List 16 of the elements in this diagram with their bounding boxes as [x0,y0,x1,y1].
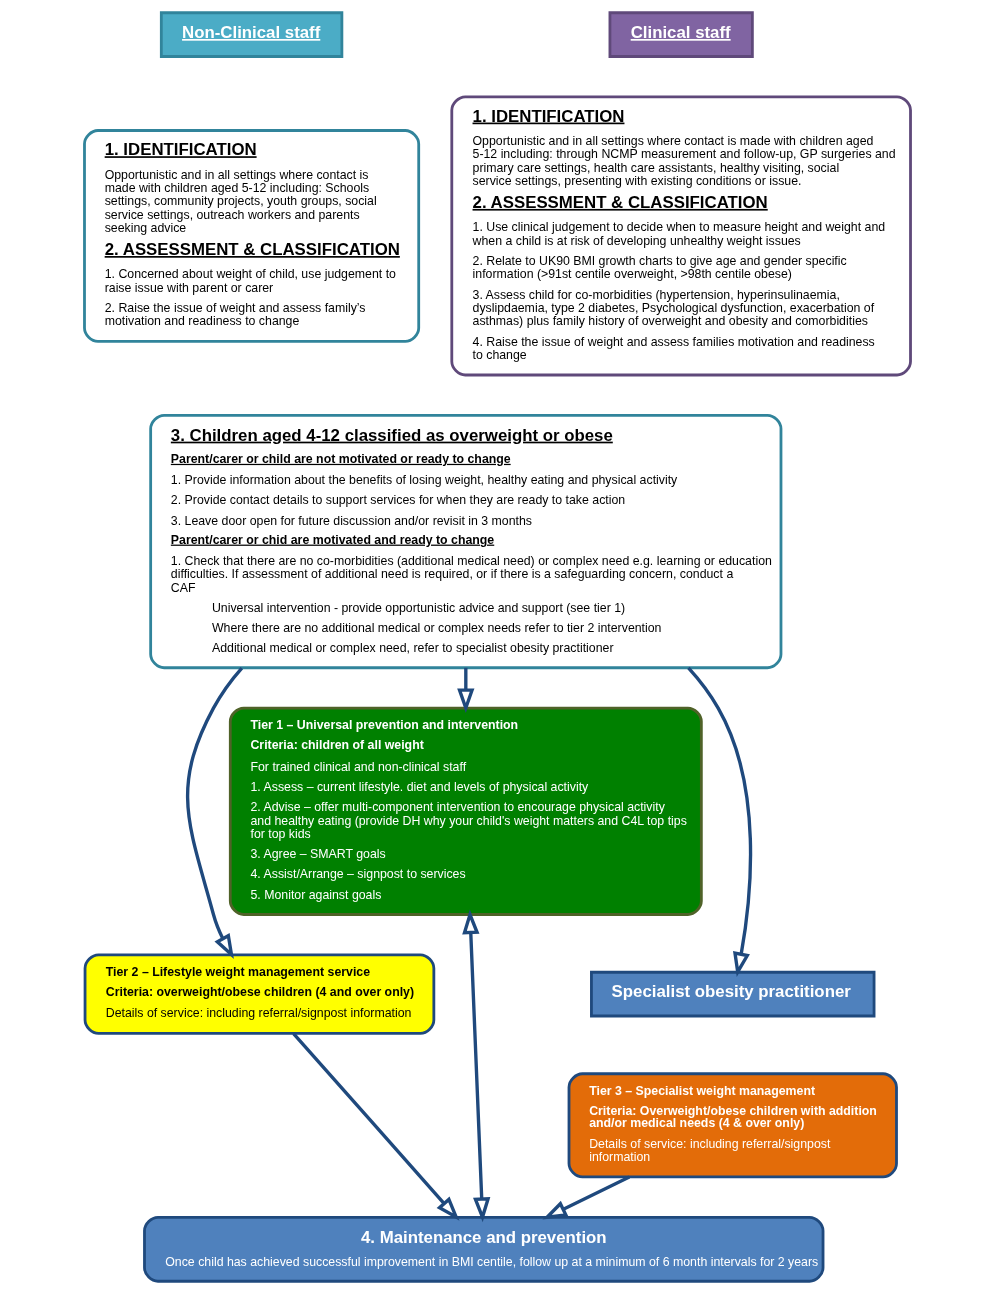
node-box: Tier 3 – Specialist weight management Criteria: Overweight/obese children with addition and/or medical needs (4 & over only) Details of service: including referral/signpost information [567,1072,898,1179]
arrow [542,1175,631,1220]
node-box: Tier 2 – Lifestyle weight management service Criteria: overweight/obese children (4 and over only) Details of service: including referral/signpost information [83,953,436,1035]
arrow [457,667,475,714]
arrow [462,909,491,1223]
node-box: 3. Children aged 4-12 classified as overweight or obese Parent/carer or child are not motivated or ready to change 1. Provide information about the benefits of losing weight, healthy eating and physical activity 2. Provide contact details to support services for when they are ready to take action 3. Leave door open for future discussion and/or revisit in 3 months Parent/carer or chid are motivated and ready to change 1. Check that there are no co-morbidities (additional medical need) or complex need e.g. learning or education difficulties. If assessment of additional need is required, or if there is a safeguarding concern, conduct a CAF Universal intervention - provide opportunistic advice and support (see tier 1) Where there are no additional medical or complex needs refer to tier 2 intervention Additional medical or complex need, refer to specialist obesity practitioner [149,414,783,670]
node-box: Specialist obesity practitioner [590,970,876,1018]
node-box: Non-Clinical staff [159,11,344,58]
node-box: Tier 1 – Universal prevention and intervention Criteria: children of all weight For trained clinical and non-clinical staff 1. Assess – current lifestyle. diet and levels of physical activity 2. Advise – offer multi-component intervention to encourage physical activity and healthy eating (provide DH why your child's weight matters and C4L top tips for top kids 3. Agree – SMART goals 4. Assist/Arrange – signpost to services 5. Monitor against goals [228,706,703,916]
node-box: 1. IDENTIFICATION Opportunistic and in all settings where contact is made with children aged 5-12 including: Schools settings, community projects, youth groups, social service settings, outreach workers and parents seeking advice 2. ASSESSMENT & CLASSIFICATION 1. Concerned about weight of child, use judgement to raise issue with parent or carer 2. Raise the issue of weight and assess family’s motivation and readiness to change [83,129,421,343]
node-box: 1. IDENTIFICATION Opportunistic and in all settings where contact is made with children aged 5-12 including: through NCMP measurement and follow-up, GP surgeries and primary care settings, health care assistants, healthy visiting, social service settings, presenting with existing conditions or issue. 2. ASSESSMENT & CLASSIFICATION 1. Use clinical judgement to decide when to measure height and weight and when a child is at risk of developing unhealthy weight issues 2. Relate to UK90 BMI growth charts to give age and gender specific information (>91st centile overweight, >98th centile obese) 3. Assess child for co-morbidities (hypertension, hyperinsulinaemia, dyslipdaemia, type 2 diabetes, Psychological dysfunction, exacerbation of asthmas) plus family history of overweight and obesity and comorbidities 4. Raise the issue of weight and assess families motivation and readiness to change [450,95,912,377]
arrow [292,1032,460,1221]
node-box: Clinical staff [608,11,754,58]
node-box: 4. Maintenance and prevention Once child has achieved successful improvement in BMI centile, follow up at a minimum of 6 month intervals for 2 years [143,1215,825,1283]
arrow [687,666,753,977]
arrow [186,666,244,959]
